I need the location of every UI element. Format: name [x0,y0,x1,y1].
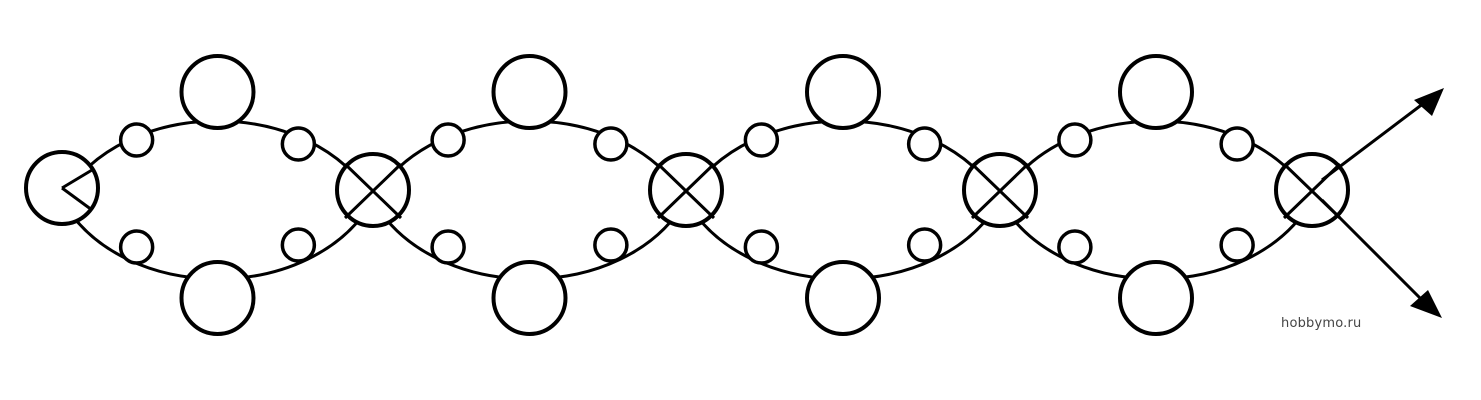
small-bead [118,229,155,265]
large-bead-bottom [1118,260,1194,336]
large-bead-top [1118,54,1194,130]
small-bead [430,122,466,158]
cross-line [656,162,716,220]
small-bead [1219,227,1255,263]
large-bead-top [179,54,256,130]
large-bead-bottom [805,260,881,336]
watermark: hobbymo.ru [1281,316,1362,331]
thread-upper [371,119,688,202]
start-line [61,186,93,212]
small-bead [118,122,155,158]
arrow-up-head [1414,88,1444,116]
small-bead [1219,126,1255,162]
thread-upper [60,119,375,202]
end-arrows [1320,88,1444,318]
small-bead [593,227,629,263]
cross-line [970,162,1030,220]
thread-upper [684,119,1002,202]
small-bead [1057,229,1093,265]
small-bead [906,227,943,263]
small-bead [280,126,317,162]
large-bead-bottom [179,260,256,336]
thread-upper [998,119,1314,202]
small-bead [593,126,629,162]
cross-line [343,162,403,220]
small-bead [280,227,317,263]
small-bead [430,229,466,265]
small-bead [1057,122,1093,158]
small-bead [743,229,780,265]
large-bead-top [491,54,568,130]
arrow-down-head [1410,290,1442,318]
large-bead-top [805,54,881,130]
arrow-down-line [1320,198,1432,310]
large-bead-bottom [491,260,568,336]
beads [24,54,1350,336]
arrow-up-line [1321,95,1433,182]
small-bead [906,126,943,162]
start-line [61,168,93,190]
small-bead [743,122,780,158]
